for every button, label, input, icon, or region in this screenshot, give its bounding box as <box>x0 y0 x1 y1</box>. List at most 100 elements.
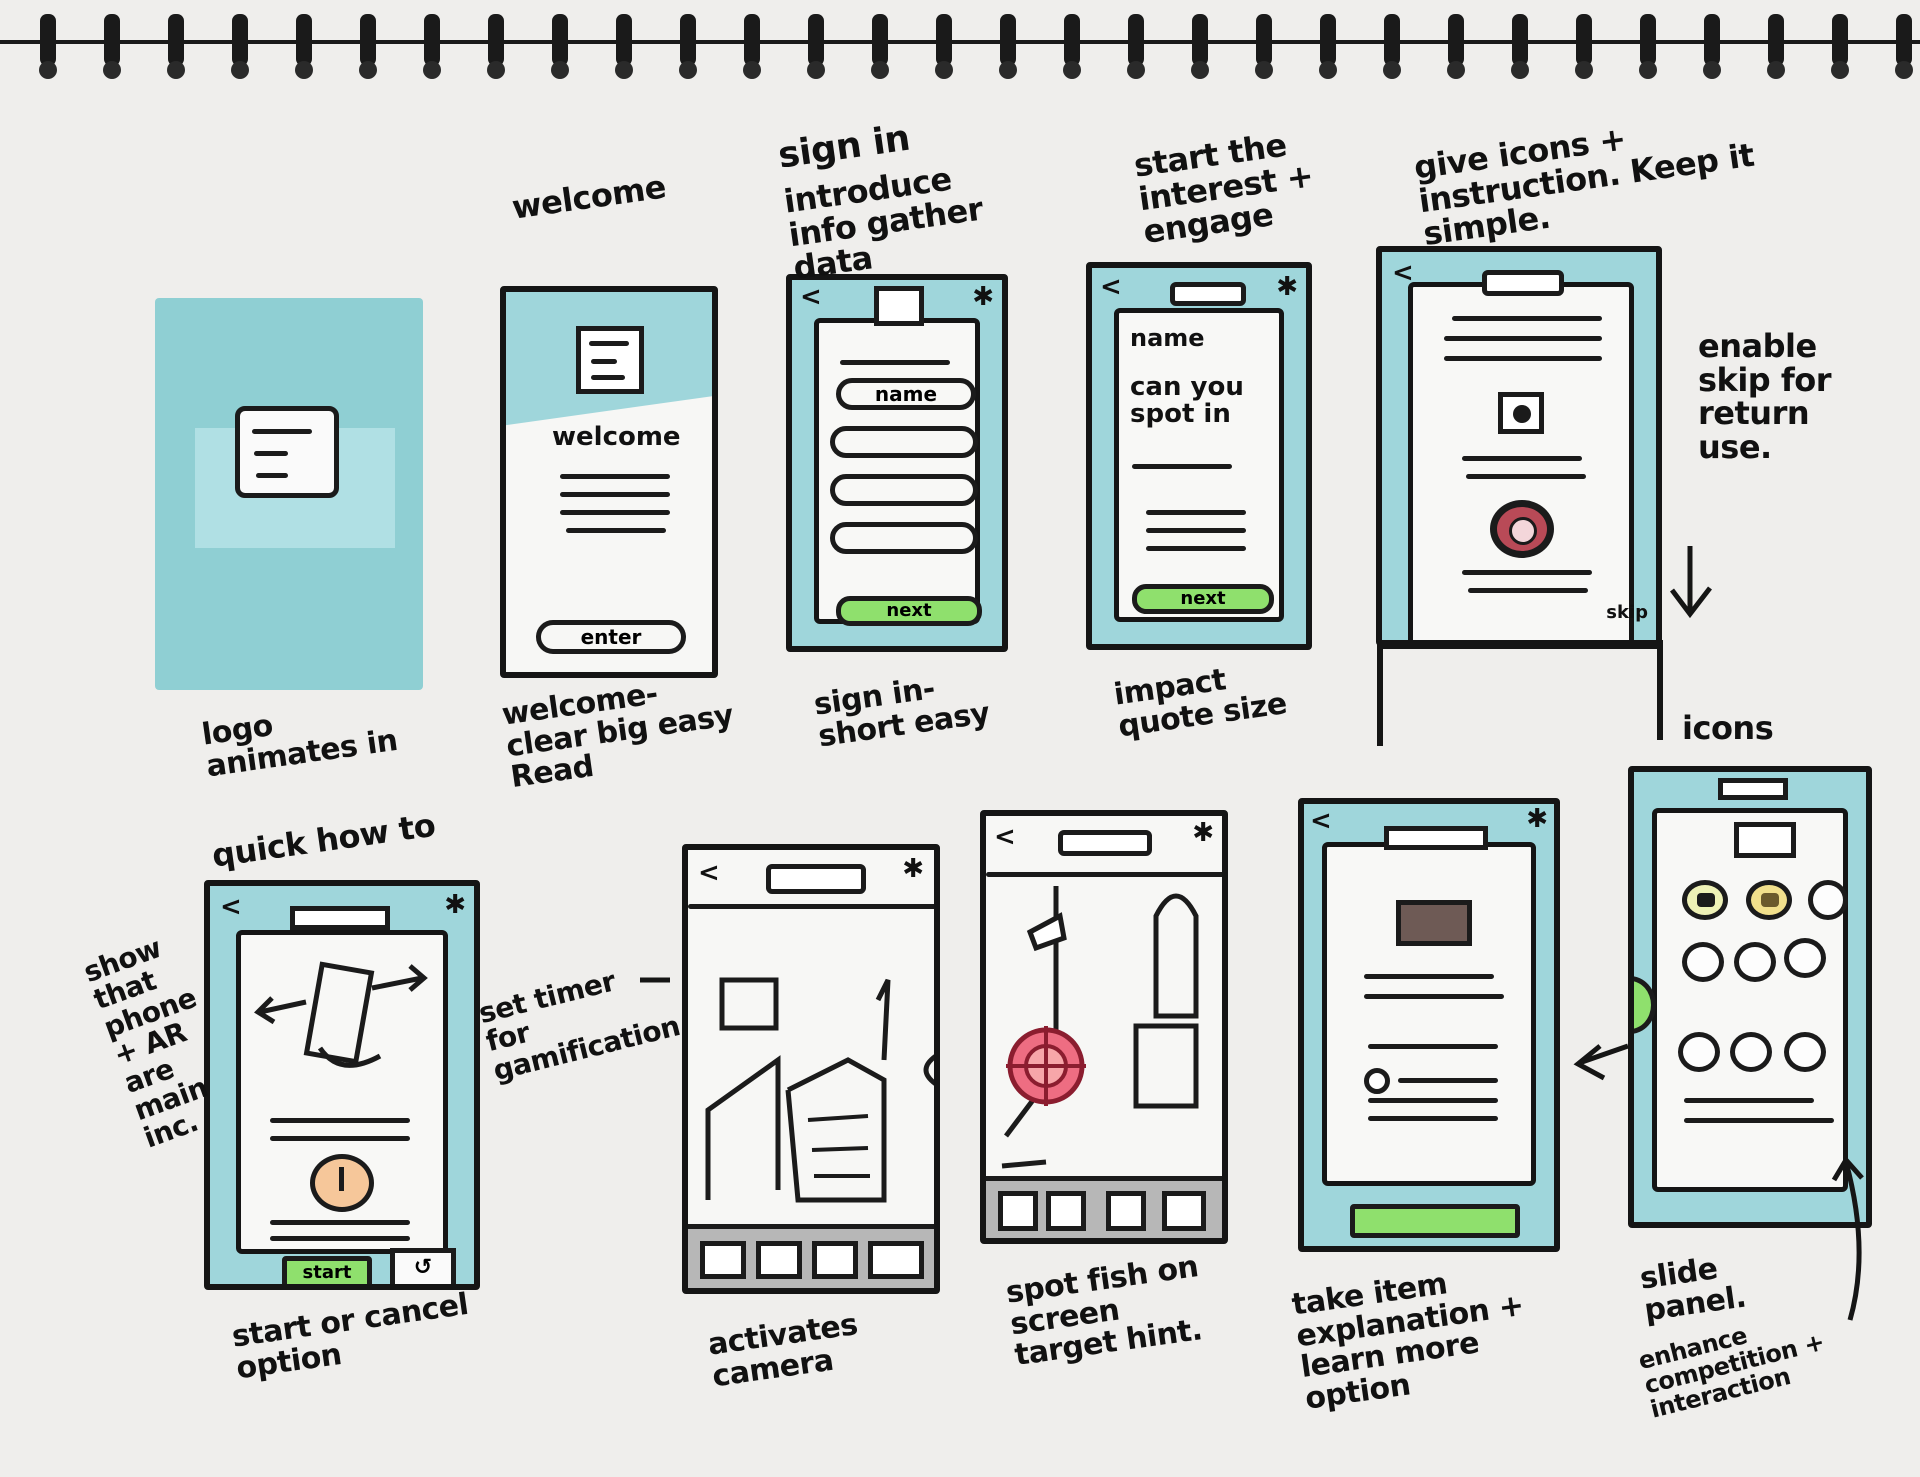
learn-more-icon[interactable] <box>1364 1068 1390 1094</box>
camera-toolbar <box>688 1224 934 1288</box>
header-tab <box>1718 778 1788 800</box>
start-button[interactable]: start <box>282 1256 372 1284</box>
screen-logo <box>155 298 423 690</box>
tool-slot-2[interactable] <box>756 1241 802 1279</box>
back-icon[interactable]: < <box>1100 272 1122 302</box>
spiral-ring <box>1832 14 1848 66</box>
tool-slot-3[interactable] <box>1106 1191 1146 1231</box>
spiral-ring <box>680 14 696 66</box>
spiral-ring <box>1448 14 1464 66</box>
spiral-hole <box>103 61 121 79</box>
spiral-hole <box>1831 61 1849 79</box>
spiral-hole <box>1639 61 1657 79</box>
enter-button[interactable]: enter <box>536 620 686 654</box>
spiral-ring <box>1128 14 1144 66</box>
tool-slot-3[interactable] <box>812 1241 858 1279</box>
screen-welcome: welcome enter <box>500 286 718 678</box>
back-icon[interactable]: < <box>1310 806 1332 836</box>
spiral-ring <box>1256 14 1272 66</box>
tool-slot-1[interactable] <box>998 1191 1038 1231</box>
cancel-button[interactable]: ↺ <box>390 1248 456 1284</box>
back-icon[interactable]: < <box>220 892 242 922</box>
spiral-hole <box>295 61 313 79</box>
tool-slot-2[interactable] <box>1046 1191 1086 1231</box>
ar-scene <box>1001 886 1199 1169</box>
spiral-ring <box>1768 14 1784 66</box>
back-icon[interactable]: < <box>698 858 720 888</box>
screen-icons-panel <box>1628 766 1872 1228</box>
screen-camera: < ✱ <box>682 844 940 1294</box>
spiral-hole <box>1191 61 1209 79</box>
spiral-hole <box>999 61 1017 79</box>
back-icon[interactable]: < <box>994 822 1016 852</box>
spiral-hole <box>1319 61 1337 79</box>
spiral-hole <box>871 61 889 79</box>
phone-swipe-icon <box>254 961 428 1068</box>
spiral-hole <box>551 61 569 79</box>
spiral-hole <box>1575 61 1593 79</box>
spiral-hole <box>1703 61 1721 79</box>
spiral-ring <box>936 14 952 66</box>
spiral-ring <box>616 14 632 66</box>
spiral-ring <box>296 14 312 66</box>
input-field-4[interactable] <box>830 522 978 554</box>
next-button[interactable]: next <box>1132 584 1274 614</box>
back-icon[interactable]: < <box>800 282 822 312</box>
spiral-ring <box>1512 14 1528 66</box>
skip-link[interactable]: skip <box>1606 602 1648 623</box>
spiral-ring <box>1640 14 1656 66</box>
spiral-ring <box>360 14 376 66</box>
lock-icon <box>1734 822 1796 858</box>
screen-howto: < ✱ start ↺ <box>204 880 480 1290</box>
input-field-2[interactable] <box>830 426 978 458</box>
header-bar <box>1170 282 1246 306</box>
spiral-hole <box>1895 61 1913 79</box>
icon-sample <box>1498 392 1544 434</box>
header-bar <box>290 906 390 930</box>
header-tab <box>1482 270 1564 296</box>
screen-signin: < ✱ name next <box>786 274 1008 652</box>
settings-icon[interactable]: ✱ <box>444 890 466 920</box>
tool-slot-1[interactable] <box>700 1241 746 1279</box>
screen-impact: < ✱ name can you spot in next <box>1086 262 1312 650</box>
screen-spot-fish: < ✱ <box>980 810 1228 1244</box>
welcome-logo <box>576 326 644 394</box>
settings-icon[interactable]: ✱ <box>972 282 994 312</box>
welcome-title: welcome <box>552 422 681 452</box>
input-field-3[interactable] <box>830 474 978 506</box>
spiral-hole <box>1255 61 1273 79</box>
impact-label: name <box>1130 324 1205 352</box>
spiral-ring <box>1576 14 1592 66</box>
timer-icon <box>310 1154 374 1212</box>
settings-icon[interactable]: ✱ <box>902 854 924 884</box>
spiral-ring <box>1064 14 1080 66</box>
icon-highlight <box>1490 500 1554 558</box>
spiral-hole <box>1383 61 1401 79</box>
spiral-ring <box>40 14 56 66</box>
spiral-ring <box>1320 14 1336 66</box>
impact-quote: can you spot in <box>1130 372 1244 430</box>
name-field[interactable]: name <box>836 378 976 410</box>
spiral-ring <box>1000 14 1016 66</box>
settings-icon[interactable]: ✱ <box>1526 804 1548 834</box>
tool-slot-4[interactable] <box>1162 1191 1206 1231</box>
label-enable-skip: enable skip for return use. <box>1698 327 1832 466</box>
spiral-hole <box>167 61 185 79</box>
header-logo <box>874 286 924 326</box>
header-bar <box>1058 830 1152 856</box>
spiral-hole <box>807 61 825 79</box>
tool-slot-4[interactable] <box>868 1241 924 1279</box>
settings-icon[interactable]: ✱ <box>1192 818 1214 848</box>
spiral-hole <box>487 61 505 79</box>
settings-icon[interactable]: ✱ <box>1276 272 1298 302</box>
spiral-ring <box>232 14 248 66</box>
screen-instructions: < skip <box>1376 246 1662 646</box>
back-icon[interactable]: < <box>1392 258 1414 288</box>
learn-more-button[interactable] <box>1350 1204 1520 1238</box>
spiral-hole <box>359 61 377 79</box>
spiral-hole <box>1063 61 1081 79</box>
spiral-ring <box>168 14 184 66</box>
next-button[interactable]: next <box>836 596 982 626</box>
spiral-hole <box>231 61 249 79</box>
